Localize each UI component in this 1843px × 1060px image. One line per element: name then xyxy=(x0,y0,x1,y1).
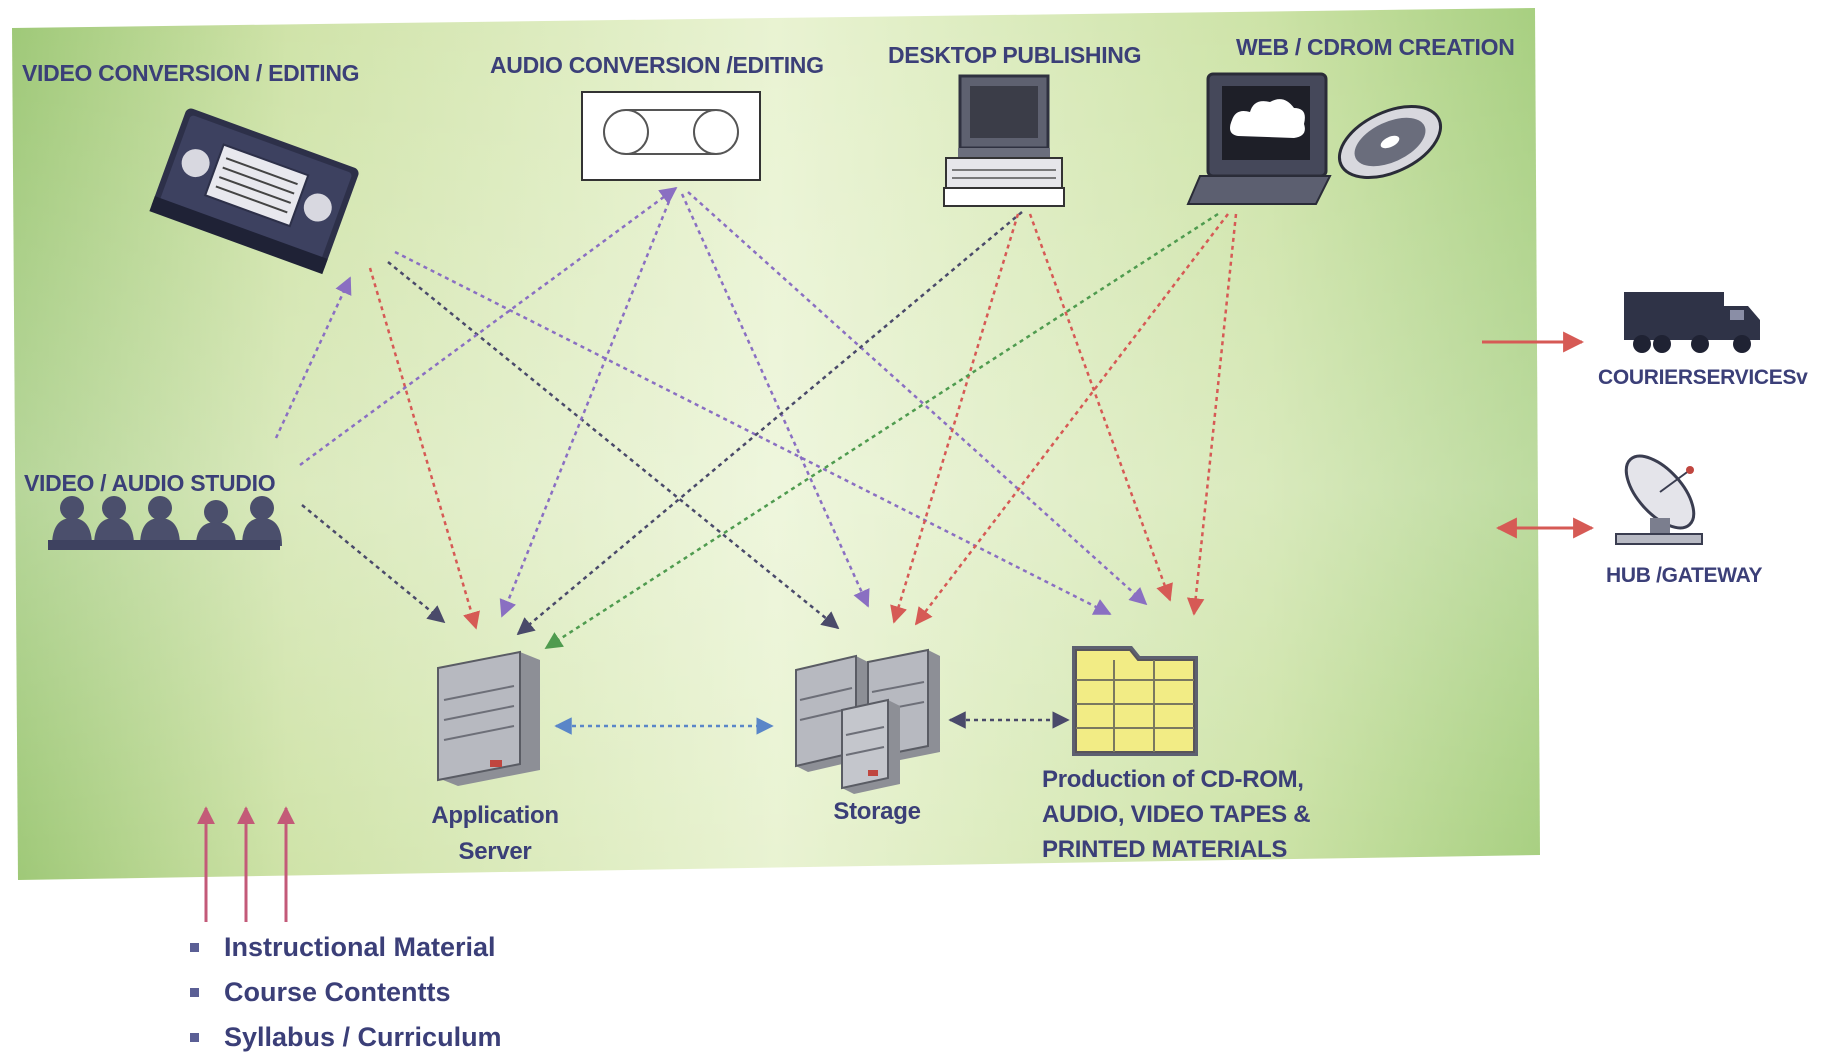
arrow-studio-to-appserver xyxy=(301,504,446,624)
label-audio-editing: AUDIO CONVERSION /EDITING xyxy=(490,52,824,78)
label-web-cdrom: WEB / CDROM CREATION xyxy=(1236,34,1515,60)
audio-cassette-icon xyxy=(581,91,761,181)
application-server-icon xyxy=(437,650,540,786)
arrow-audio-to-appserver xyxy=(499,193,674,618)
desktop-computer-icon xyxy=(943,74,1065,207)
arrow-studio-to-audio xyxy=(299,186,678,467)
vhs-tape-icon xyxy=(149,108,359,275)
connection-arrows xyxy=(274,186,1238,735)
list-item: Course Contentts xyxy=(190,970,502,1015)
label-production: Production of CD-ROM, AUDIO, VIDEO TAPES… xyxy=(1042,766,1311,863)
web-monitor-icon xyxy=(1186,72,1332,205)
label-storage: Storage xyxy=(833,798,921,825)
arrow-desktop-to-storage xyxy=(890,213,1020,624)
input-arrows xyxy=(197,806,295,922)
label-courier-services: COURIERSERVICESv xyxy=(1598,366,1808,389)
arrow-video-to-storage xyxy=(387,261,840,630)
arrow-web-to-production xyxy=(1186,213,1238,616)
label-studio: VIDEO / AUDIO STUDIO xyxy=(24,470,276,496)
satellite-dish-icon xyxy=(1615,454,1703,545)
list-item: Instructional Material xyxy=(190,925,502,970)
arrow-desktop-to-appserver xyxy=(516,211,1023,636)
label-application-server: Application Server xyxy=(431,802,559,865)
label-hub-gateway: HUB /GATEWAY xyxy=(1606,564,1763,587)
arrow-web-to-storage xyxy=(914,213,1229,626)
production-folder-icon xyxy=(1072,646,1198,756)
arrow-video-to-appserver xyxy=(368,267,480,630)
list-item: Syllabus / Curriculum xyxy=(190,1015,502,1060)
arrow-video-to-production xyxy=(394,250,1112,616)
cdrom-disc-icon xyxy=(1337,105,1443,179)
arrow-studio-to-video xyxy=(274,276,352,439)
courier-truck-icon xyxy=(1624,292,1760,353)
arrow-web-to-appserver xyxy=(544,212,1219,650)
arrow-audio-to-storage xyxy=(680,193,870,608)
label-video-editing: VIDEO CONVERSION / EDITING xyxy=(22,60,360,86)
studio-people-icon xyxy=(48,496,282,550)
input-materials-list: Instructional Material Course Contentts … xyxy=(190,925,502,1060)
label-desktop-publishing: DESKTOP PUBLISHING xyxy=(888,42,1142,68)
arrow-audio-to-production xyxy=(687,191,1148,606)
storage-servers-icon xyxy=(795,648,940,794)
